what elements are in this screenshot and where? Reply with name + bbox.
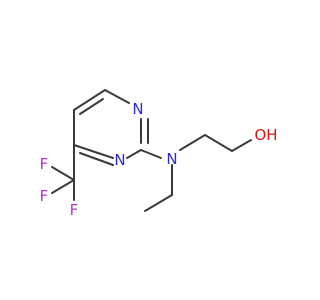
bond-ch2b-oh <box>231 139 252 152</box>
bond-namine-ch2a <box>179 134 206 151</box>
atom-f-bottom: F <box>70 201 79 219</box>
atom-n-ring-top: N <box>132 100 143 118</box>
structure-svg: N N N OH F F F <box>40 89 278 219</box>
bond-ethyl-ch2-ch3 <box>144 194 173 212</box>
bond-c6-c5-inner <box>79 98 104 115</box>
atom-f-left: F <box>40 187 49 205</box>
atom-label-group: N N N OH F F F <box>40 100 278 219</box>
bond-n3-c4 <box>73 144 114 159</box>
atom-n-amine: N <box>166 150 177 168</box>
bond-c6-c5 <box>73 89 106 111</box>
bond-c2-n3 <box>126 149 142 159</box>
bond-group <box>51 89 252 212</box>
bond-cf3-f-top <box>51 166 75 181</box>
atom-f-top: F <box>40 155 49 173</box>
atom-n-ring-bottom: N <box>114 151 125 169</box>
atom-oh: OH <box>254 126 277 144</box>
bond-c2-namine <box>140 149 162 159</box>
bond-n3-c4-inner <box>79 152 114 166</box>
bond-c6-n1 <box>104 89 130 104</box>
bond-ch2a-ch2b <box>204 134 233 152</box>
bond-cf3-f-left <box>51 179 75 194</box>
molecule-diagram: N N N OH F F F <box>39 89 278 219</box>
